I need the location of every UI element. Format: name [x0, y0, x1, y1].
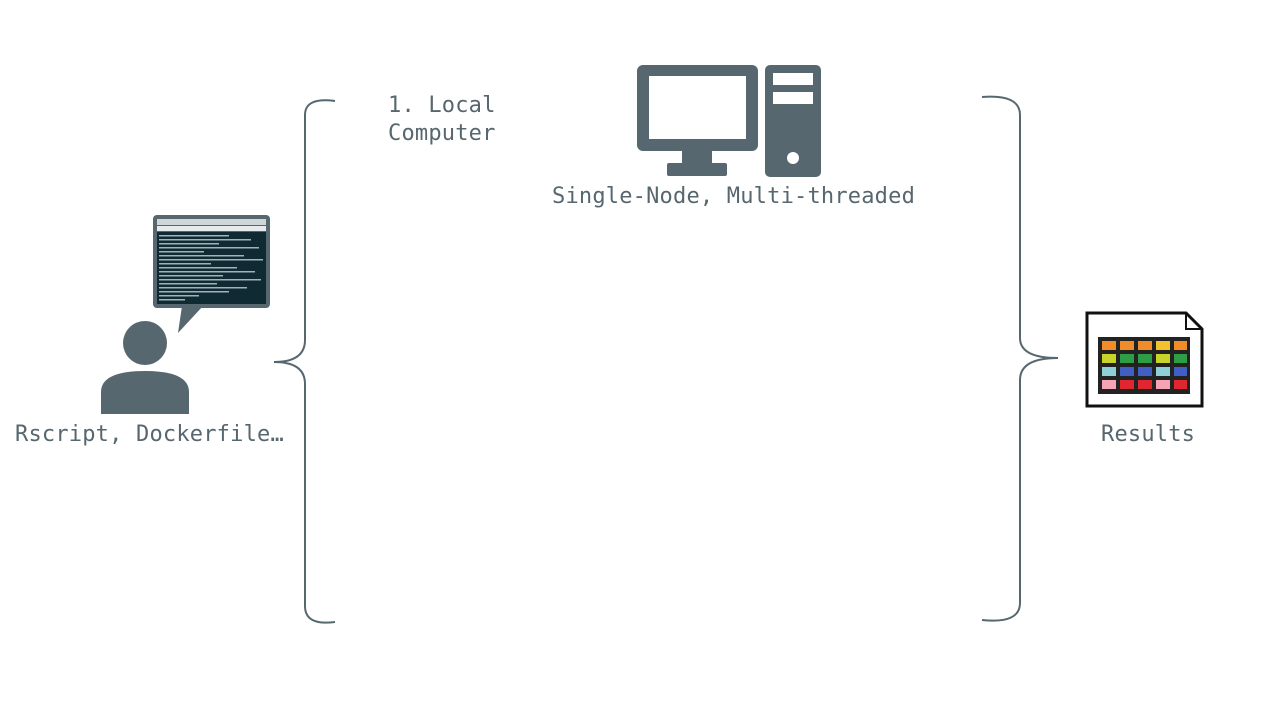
- computer-caption: Single-Node, Multi-threaded: [552, 184, 916, 209]
- step-label-line2: Computer: [388, 121, 496, 146]
- step-label-line1: 1. Local: [388, 93, 496, 118]
- user-caption: Rscript, Dockerfile…: [15, 422, 284, 447]
- results-caption: Results: [1101, 422, 1196, 447]
